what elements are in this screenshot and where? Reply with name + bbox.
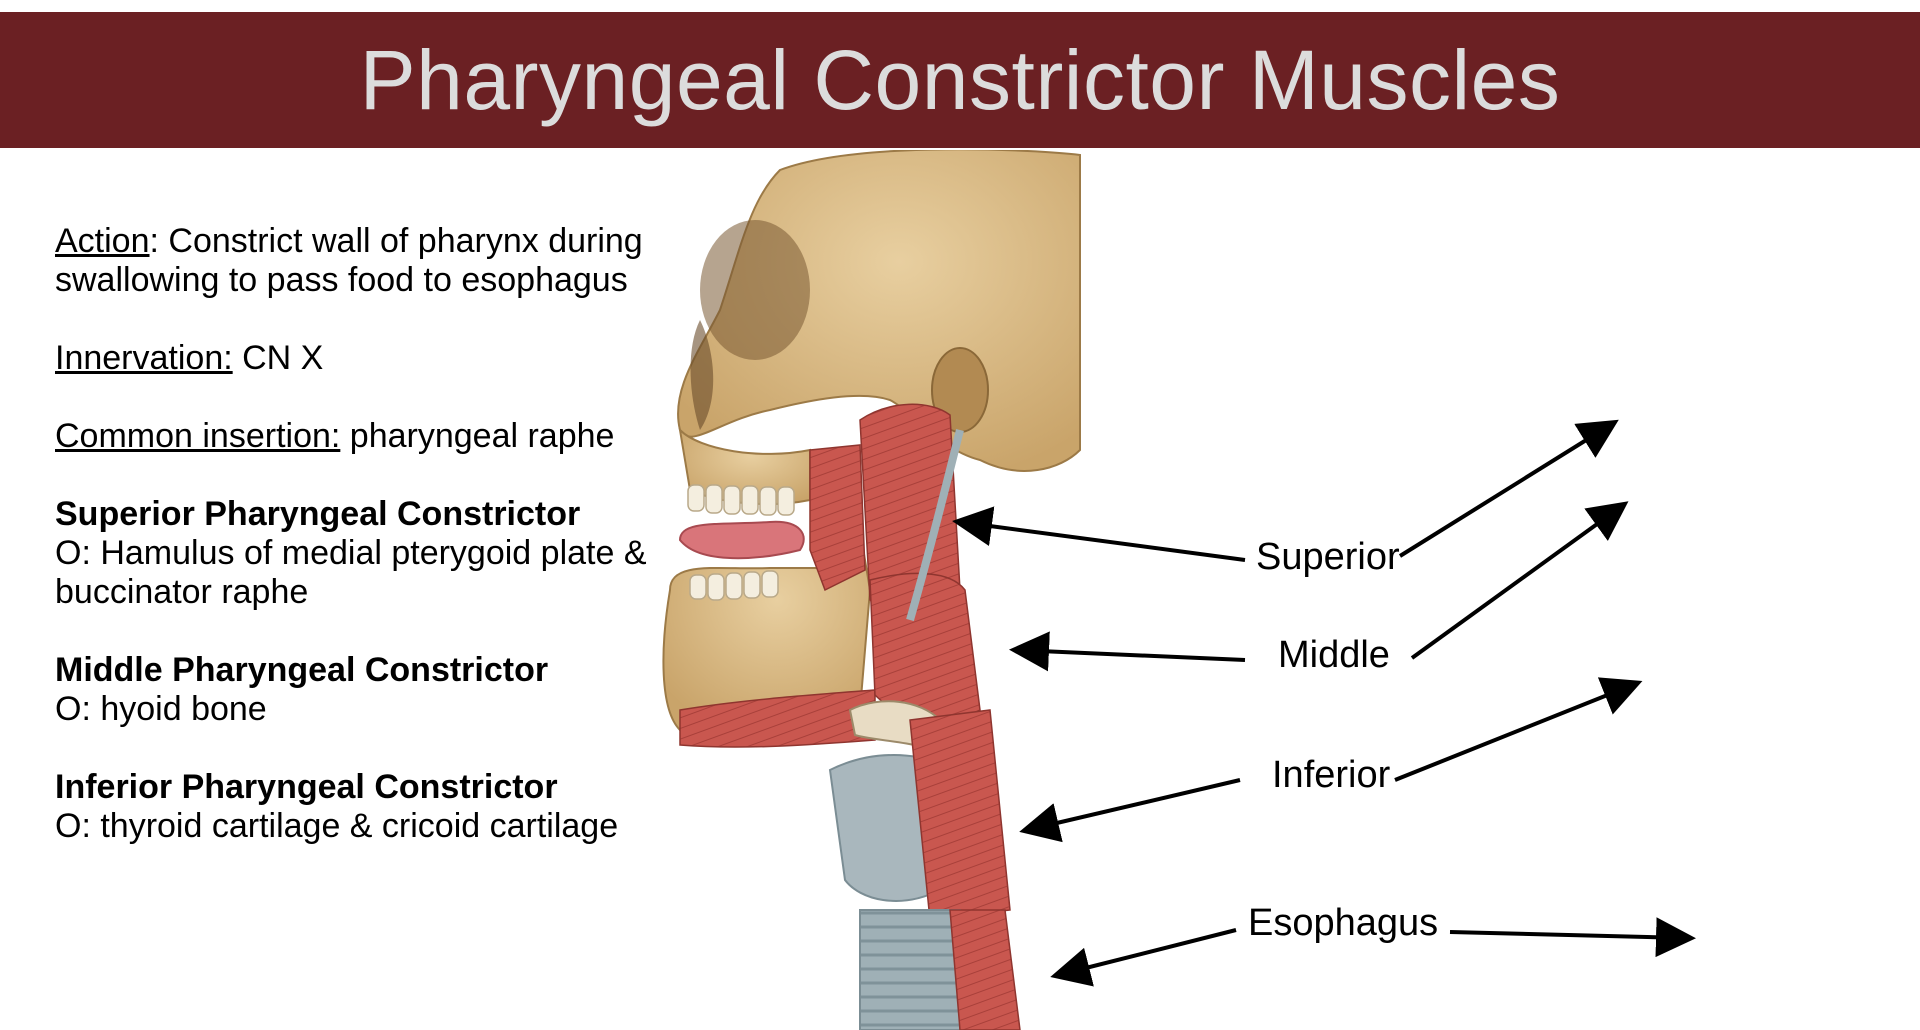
- anatomy-illustration: [662, 150, 1696, 1030]
- skull-orbit: [700, 220, 810, 360]
- anatomy-figure: Superior Middle Inferior Esophagus: [660, 150, 1700, 1030]
- insertion-label: Common insertion:: [55, 417, 341, 455]
- notes-panel: Action: Constrict wall of pharynx during…: [55, 222, 675, 885]
- inferior-constrictor-muscle: [909, 709, 1011, 921]
- label-superior: Superior: [1256, 536, 1400, 578]
- insertion-text: pharyngeal raphe: [340, 417, 615, 455]
- middle-paragraph: Middle Pharyngeal Constrictor O: hyoid b…: [55, 651, 675, 729]
- superior-paragraph: Superior Pharyngeal Constrictor O: Hamul…: [55, 495, 675, 612]
- middle-heading: Middle Pharyngeal Constrictor: [55, 651, 549, 689]
- esophagus-muscle: [949, 909, 1021, 1030]
- action-label: Action: [55, 222, 150, 260]
- esophagus-pointer-arrow: [1050, 928, 1237, 987]
- label-middle: Middle: [1278, 634, 1390, 676]
- innervation-paragraph: Innervation: CN X: [55, 339, 675, 378]
- middle-constrictor-muscle: [869, 572, 981, 722]
- insertion-paragraph: Common insertion: pharyngeal raphe: [55, 417, 675, 456]
- trachea: [859, 909, 961, 1030]
- title-bar: Pharyngeal Constrictor Muscles: [0, 12, 1920, 148]
- inferior-origin: O: thyroid cartilage & cricoid cartilage: [55, 807, 619, 845]
- buccinator-muscle: [809, 444, 866, 592]
- lower-teeth: [689, 570, 779, 601]
- innervation-label: Innervation:: [55, 339, 233, 377]
- label-esophagus: Esophagus: [1248, 902, 1439, 944]
- action-text: : Constrict wall of pharynx during swall…: [55, 222, 643, 299]
- esophagus-outward-arrow: [1449, 917, 1696, 958]
- slide-title: Pharyngeal Constrictor Muscles: [359, 32, 1561, 127]
- stylopharyngeus-muscle: [906, 429, 964, 622]
- inferior-outward-arrow: [1394, 677, 1643, 782]
- innervation-text: CN X: [232, 339, 324, 377]
- middle-origin: O: hyoid bone: [55, 690, 267, 728]
- inferior-heading: Inferior Pharyngeal Constrictor: [55, 768, 558, 806]
- action-paragraph: Action: Constrict wall of pharynx during…: [55, 222, 675, 300]
- inferior-pointer-arrow: [1019, 778, 1241, 843]
- superior-origin: O: Hamulus of medial pterygoid plate & b…: [55, 534, 647, 611]
- inferior-paragraph: Inferior Pharyngeal Constrictor O: thyro…: [55, 768, 675, 846]
- superior-heading: Superior Pharyngeal Constrictor: [55, 495, 581, 533]
- superior-pointer-arrow: [952, 506, 1246, 562]
- label-inferior: Inferior: [1272, 754, 1391, 796]
- superior-outward-arrow: [1398, 419, 1619, 558]
- tongue: [678, 520, 805, 560]
- middle-pointer-arrow: [1009, 631, 1246, 672]
- skull-nasal: [690, 320, 714, 430]
- upper-teeth: [687, 484, 795, 516]
- middle-outward-arrow: [1410, 501, 1629, 660]
